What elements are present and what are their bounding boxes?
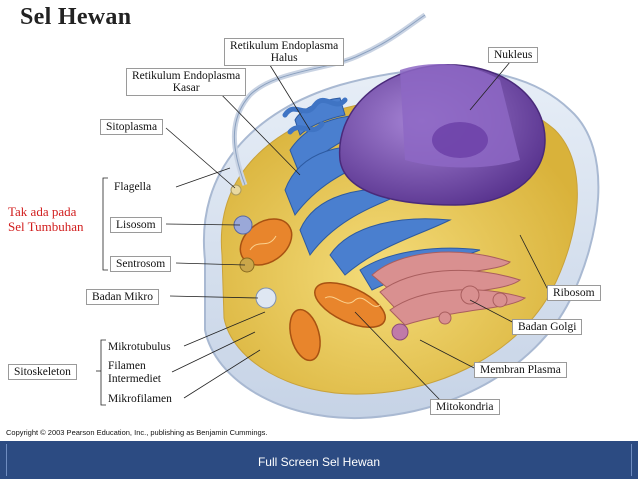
- label-sitoskeleton: Sitoskeleton: [8, 364, 77, 380]
- smooth-er: [282, 97, 348, 135]
- label-lisosom: Lisosom: [110, 217, 162, 233]
- note-tak-ada-pada: Tak ada pada: [8, 204, 77, 219]
- label-sitoplasma: Sitoplasma: [100, 119, 164, 135]
- label-badan-mikro: Badan Mikro: [86, 289, 160, 305]
- label-ribosom: Ribosom: [547, 285, 601, 301]
- label-badan-golgi: Badan Golgi: [512, 319, 583, 335]
- label-intermediet: Intermediet: [108, 373, 162, 385]
- leader-lines: [96, 61, 549, 406]
- animal-cell-illustration: [96, 12, 600, 420]
- nucleus: [338, 64, 546, 206]
- label-membran-plasma: Membran Plasma: [474, 362, 567, 378]
- label-flagella: Flagella: [114, 181, 152, 193]
- label-filamen: Filamen: [108, 360, 146, 372]
- page-title: Sel Hewan: [20, 4, 132, 30]
- footer-frame: Full Screen Sel Hewan: [6, 444, 632, 476]
- mitochondria: [239, 218, 386, 362]
- copyright-notice: Copyright © 2003 Pearson Education, Inc.…: [6, 428, 268, 437]
- label-mitokondria: Mitokondria: [430, 399, 500, 415]
- footer-bar[interactable]: Full Screen Sel Hewan: [0, 441, 638, 479]
- label-mikrofilamen: Mikrofilamen: [108, 393, 172, 405]
- label-nukleus: Nukleus: [488, 47, 539, 63]
- label-retikulum-halus: Retikulum Endoplasma Halus: [224, 38, 345, 66]
- microbody: [255, 287, 277, 309]
- golgi-apparatus: [371, 251, 527, 326]
- note-sel-tumbuhan: Sel Tumbuhan: [8, 219, 84, 234]
- label-retikulum-kasar: Retikulum Endoplasma Kasar: [126, 68, 247, 96]
- full-screen-link[interactable]: Full Screen Sel Hewan: [257, 455, 381, 469]
- label-mikrotubulus: Mikrotubulus: [108, 341, 171, 353]
- label-sentrosom: Sentrosom: [110, 256, 172, 272]
